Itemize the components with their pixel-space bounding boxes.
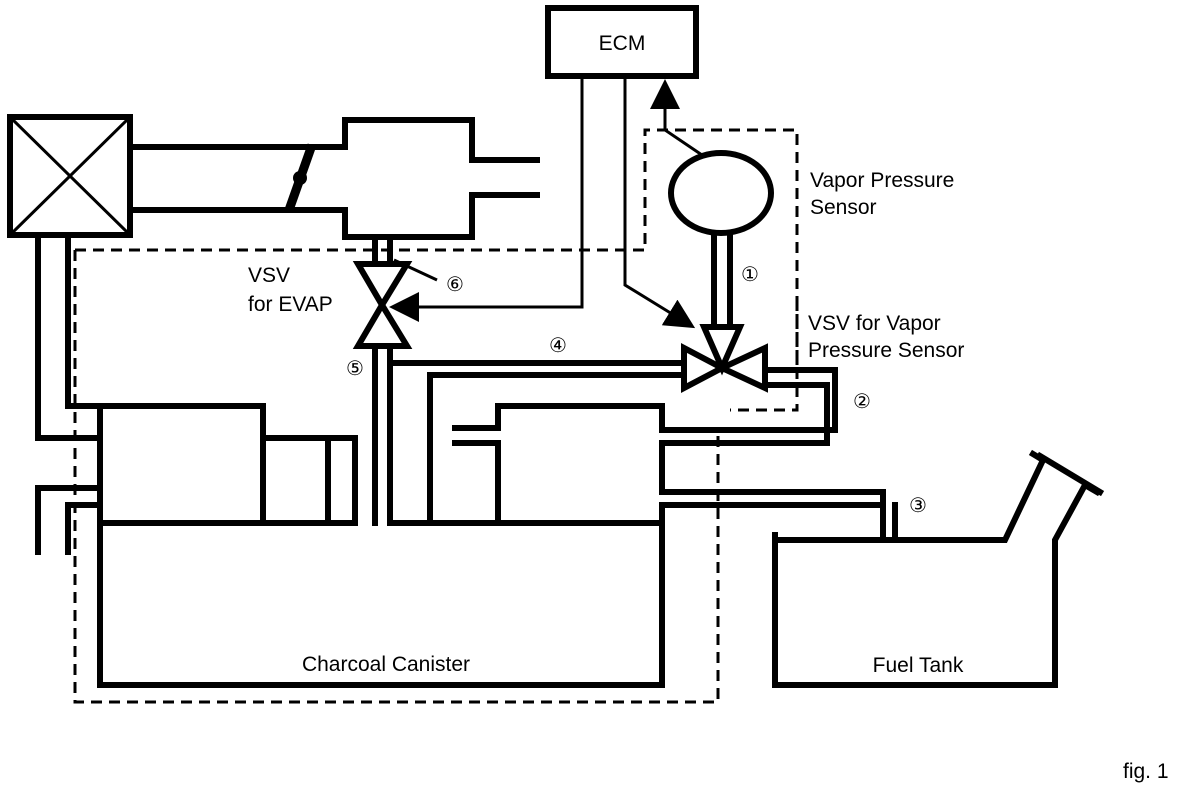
intake-duct: [127, 117, 540, 240]
callout-5: ⑤: [346, 356, 364, 380]
vsv-evap-label-line2: for EVAP: [248, 293, 333, 316]
vapor-pressure-sensor-label-line1: Vapor Pressure: [810, 169, 954, 192]
ecm-label: ECM: [599, 32, 646, 55]
dashed-boundary: [73, 128, 799, 704]
callout-6: ⑥: [446, 272, 464, 296]
fuel-tank-label: Fuel Tank: [873, 654, 964, 677]
vsv-evap-label-line1: VSV: [248, 264, 290, 287]
vsv-vapor-label-line2: Pressure Sensor: [808, 339, 964, 362]
vapor-pressure-sensor-label-line2: Sensor: [810, 196, 877, 219]
vsv-evap: [352, 234, 413, 526]
air-cleaner: [7, 114, 133, 238]
vapor-pressure-sensor: [668, 150, 774, 236]
signal-wires: [389, 76, 703, 329]
charcoal-canister: [97, 360, 886, 688]
callout-2: ②: [853, 389, 871, 413]
callout-1: ①: [741, 262, 759, 286]
vsv-vapor-label-line1: VSV for Vapor: [808, 312, 941, 335]
vsv-vapor-pressure: [681, 232, 768, 393]
ecm-box: [545, 5, 699, 79]
charcoal-canister-label: Charcoal Canister: [302, 653, 470, 676]
figure-label: fig. 1: [1123, 760, 1169, 783]
throttle-valve: [284, 143, 317, 212]
fuel-tank: [772, 449, 1105, 688]
callout-3: ③: [909, 493, 927, 517]
air-cleaner-pipe: [35, 232, 103, 555]
callout-4: ④: [549, 333, 567, 357]
